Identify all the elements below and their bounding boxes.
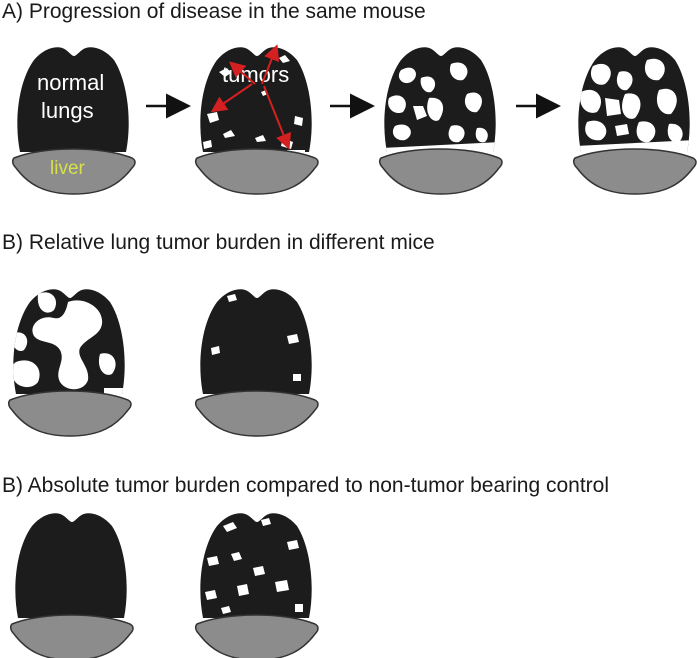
panel-c-lung-tumor bbox=[200, 513, 312, 618]
normal-lungs-label-line2: lungs bbox=[41, 98, 94, 123]
panel-c-liver-1 bbox=[9, 614, 134, 658]
panel-a-heading: A) Progression of disease in the same mo… bbox=[2, 0, 426, 23]
tumor-arrows bbox=[210, 44, 291, 150]
panel-b-lung-high-burden bbox=[13, 289, 125, 394]
panel-c-lung-control bbox=[15, 513, 127, 618]
panel-a-liver-4 bbox=[572, 148, 697, 195]
panel-b-lung-low-burden bbox=[200, 289, 312, 394]
liver-label: liver bbox=[50, 158, 86, 179]
panel-a-liver-3 bbox=[378, 148, 503, 195]
panel-b-liver-1 bbox=[7, 390, 132, 437]
panel-a-lung-advanced bbox=[578, 47, 690, 153]
normal-lungs-label-line1: normal bbox=[37, 70, 104, 95]
panel-a-lung-mid bbox=[384, 47, 496, 153]
panel-a-liver-2 bbox=[194, 148, 319, 195]
panel-b-liver-2 bbox=[194, 390, 319, 437]
panel-c-heading: B) Absolute tumor burden compared to non… bbox=[2, 474, 610, 497]
panel-c-liver-2 bbox=[194, 614, 319, 658]
panel-b-heading: B) Relative lung tumor burden in differe… bbox=[2, 231, 435, 254]
